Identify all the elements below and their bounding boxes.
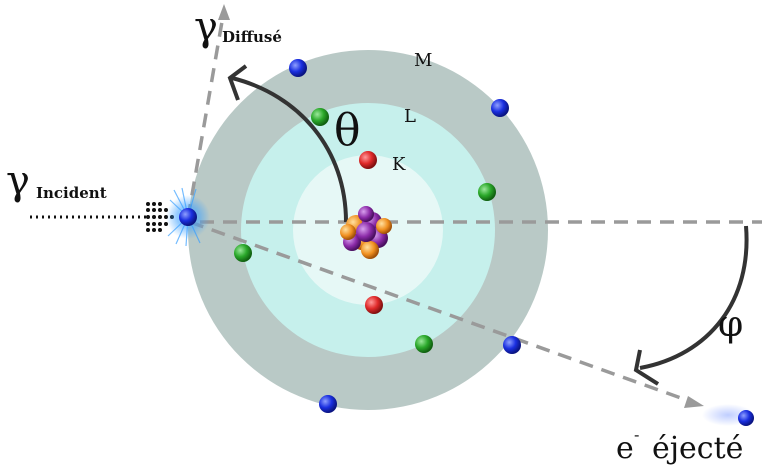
theta-angle-arc [231, 76, 348, 223]
phi-angle-arc [639, 225, 749, 370]
phi-label: φ [718, 304, 743, 345]
electron-k-1 [359, 151, 377, 169]
gamma-incident-subscript: Incident [36, 184, 107, 202]
ejected-electron-path [189, 220, 693, 404]
electron-m-1 [289, 59, 307, 77]
electron-m-5 [179, 208, 197, 226]
shell-label-k: K [392, 154, 406, 175]
electron-l-3 [234, 244, 252, 262]
shell-label-l: L [404, 106, 416, 127]
incident-photon-dots [146, 202, 174, 232]
nucleus [340, 206, 392, 259]
theta-arrowhead [227, 64, 248, 101]
electron-m-4 [319, 395, 337, 413]
electron-word: éjecté [652, 431, 743, 466]
gamma-diffuse-symbol: γ [194, 4, 218, 50]
shell-label-m: M [414, 50, 432, 71]
electron-l-4 [415, 335, 433, 353]
phi-arrowhead [633, 349, 660, 386]
gamma-diffuse-subscript: Diffusé [222, 28, 282, 46]
theta-label: θ [334, 105, 361, 156]
electron-l-2 [478, 183, 496, 201]
ejected-electron [702, 404, 754, 426]
electron-symbol: e [616, 431, 634, 466]
scattered-photon-path [186, 9, 226, 219]
electron-superscript: - [634, 425, 639, 444]
electron-l-1 [311, 108, 329, 126]
electron-m-2 [491, 99, 509, 117]
electron-m-3 [503, 336, 521, 354]
ejected-electron-arrowhead [684, 396, 704, 408]
scattered-photon-arrowhead [218, 4, 230, 20]
electron-k-2 [365, 296, 383, 314]
gamma-incident-symbol: γ [6, 158, 30, 204]
